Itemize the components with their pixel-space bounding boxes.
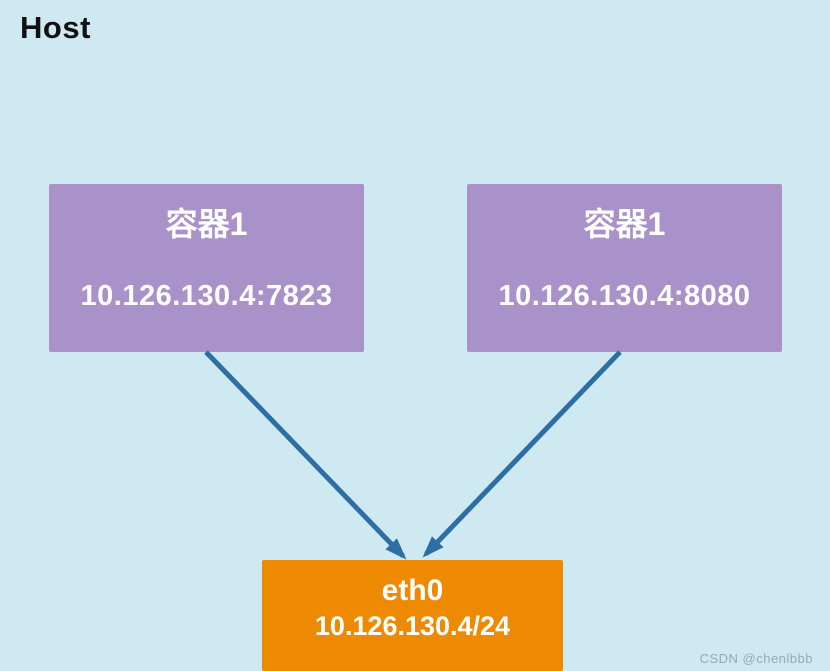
container2-address: 10.126.130.4:8080 bbox=[498, 280, 751, 312]
container2-label: 容器1 bbox=[583, 206, 666, 242]
watermark: CSDN @chenlbbb bbox=[699, 651, 813, 666]
container2-node: 容器1 10.126.130.4:8080 bbox=[467, 184, 782, 352]
edge-container1-to-eth0 bbox=[204, 350, 407, 560]
container1-label: 容器1 bbox=[165, 206, 248, 242]
edge-container2-to-eth0 bbox=[422, 350, 622, 558]
eth0-node: eth0 10.126.130.4/24 bbox=[262, 560, 563, 671]
container1-node: 容器1 10.126.130.4:7823 bbox=[49, 184, 364, 352]
host-label: Host bbox=[20, 10, 91, 45]
eth0-address: 10.126.130.4/24 bbox=[314, 611, 511, 641]
container1-address: 10.126.130.4:7823 bbox=[80, 280, 333, 312]
eth0-label: eth0 bbox=[381, 574, 444, 607]
